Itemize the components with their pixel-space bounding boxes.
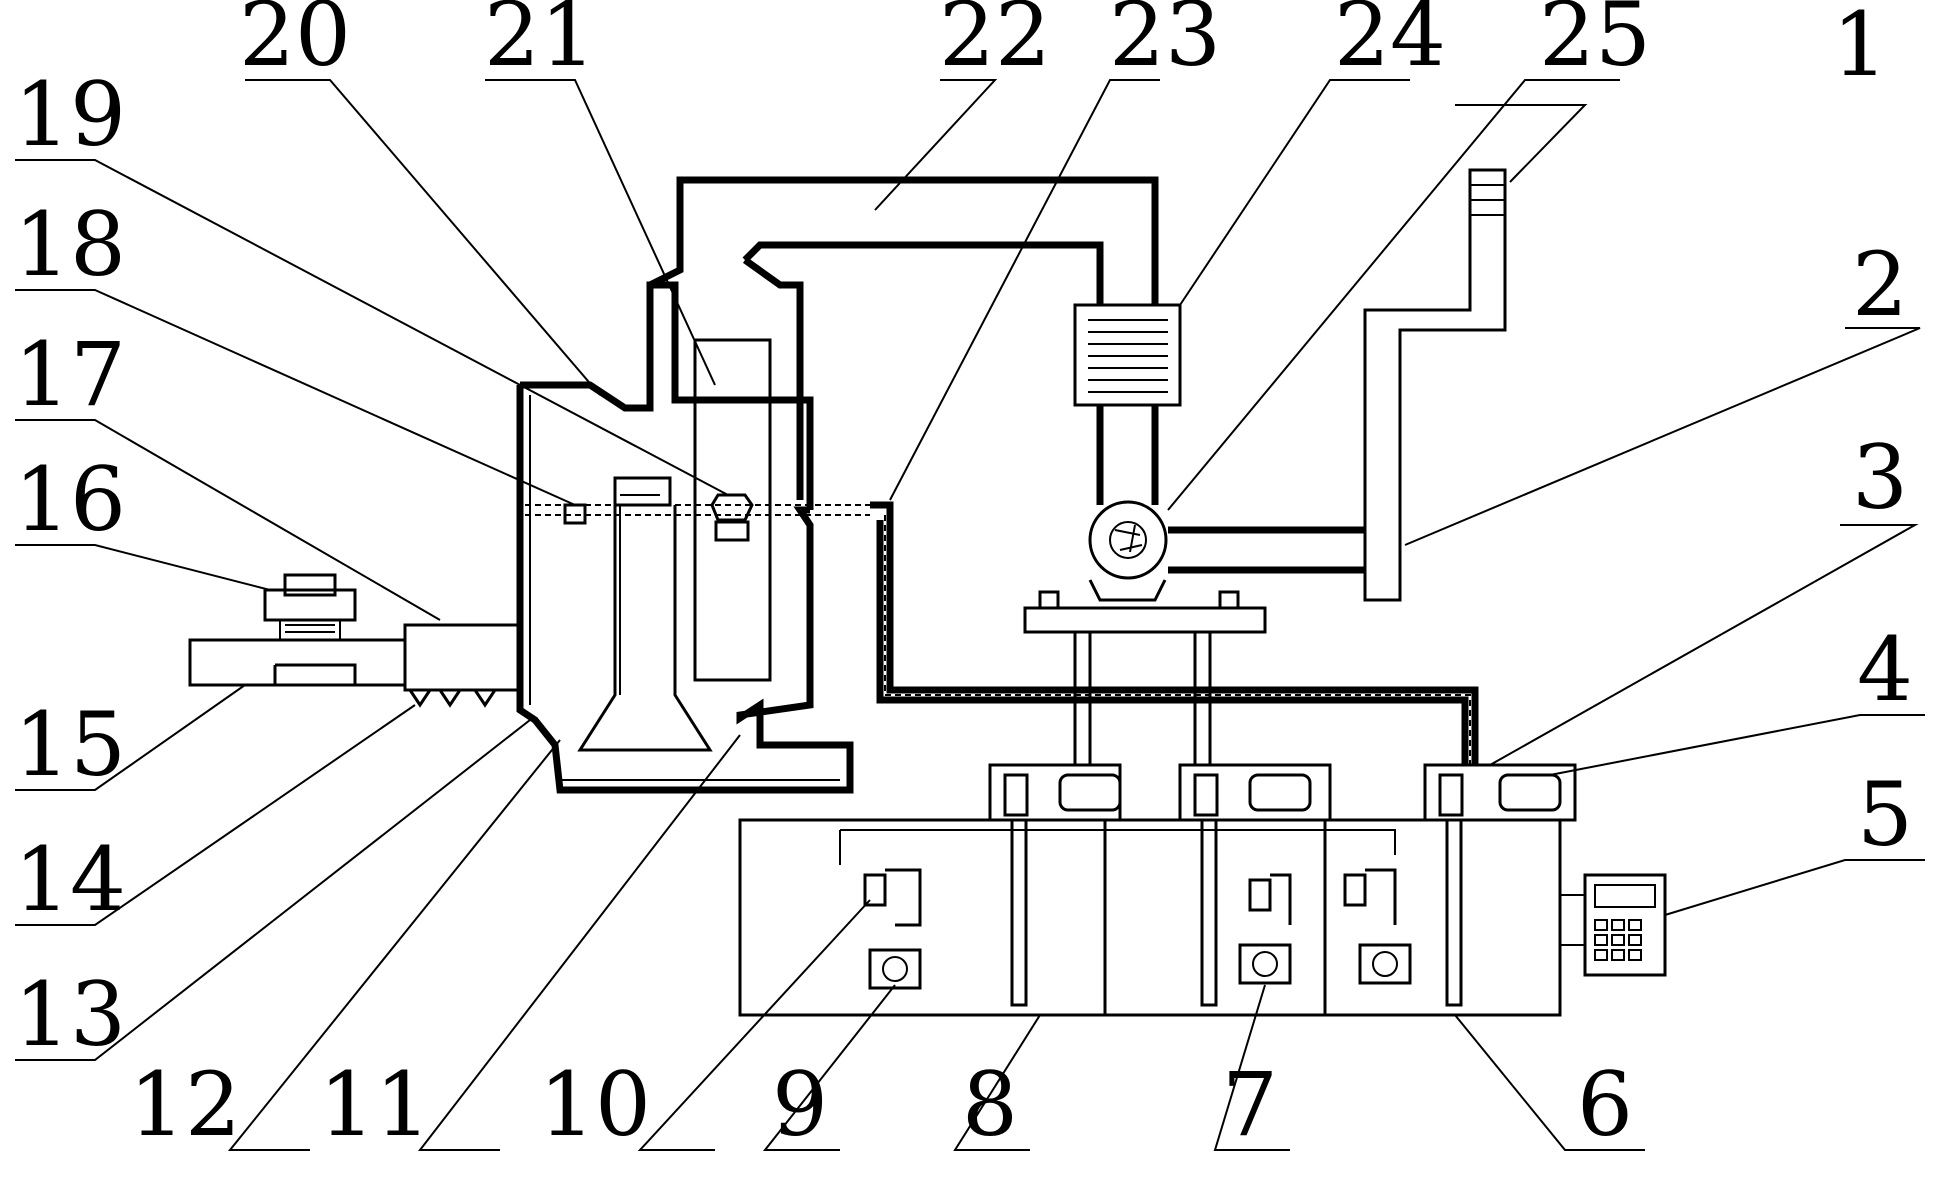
label-3: 3 [1852,426,1908,529]
filter-box [1073,303,1182,505]
label-14: 14 [14,828,126,931]
label-2: 2 [1852,233,1908,336]
furnace-body [516,176,1159,794]
label-1: 1 [1832,0,1888,96]
label-4: 4 [1857,618,1913,721]
rail-carriage [710,493,754,522]
pumps [863,868,1412,990]
label-24: 24 [1334,0,1446,86]
label-12: 12 [129,1053,241,1156]
label-8: 8 [962,1053,1018,1156]
label-13: 13 [14,963,126,1066]
label-underlines [15,79,1925,1151]
label-10: 10 [539,1053,651,1156]
label-7: 7 [1222,1053,1278,1156]
label-9: 9 [772,1053,828,1156]
duct-22 [870,501,1479,765]
label-20: 20 [239,0,351,86]
label-25: 25 [1539,0,1651,86]
label-11: 11 [319,1053,431,1156]
label-17: 17 [14,323,126,426]
label-22: 22 [939,0,1051,86]
label-21: 21 [484,0,596,86]
fan-platform [1023,590,1267,765]
chimney [1363,168,1507,602]
shafts [1010,818,1463,1007]
leader-lines [15,79,1925,1151]
label-16: 16 [14,448,126,551]
feeder [188,573,522,708]
controller [1560,873,1667,977]
label-6: 6 [1577,1053,1633,1156]
label-15: 15 [14,693,126,796]
label-18: 18 [14,193,126,296]
label-23: 23 [1109,0,1221,86]
fan [1088,500,1365,602]
base-cabinet [738,818,1562,1017]
rail [525,493,870,542]
rail-brush [714,520,750,542]
motor-units [988,763,1577,822]
labels: 1 2 3 4 5 6 7 8 9 10 11 12 13 14 15 16 1… [14,0,1913,1156]
label-5: 5 [1857,763,1913,866]
label-19: 19 [14,63,126,166]
